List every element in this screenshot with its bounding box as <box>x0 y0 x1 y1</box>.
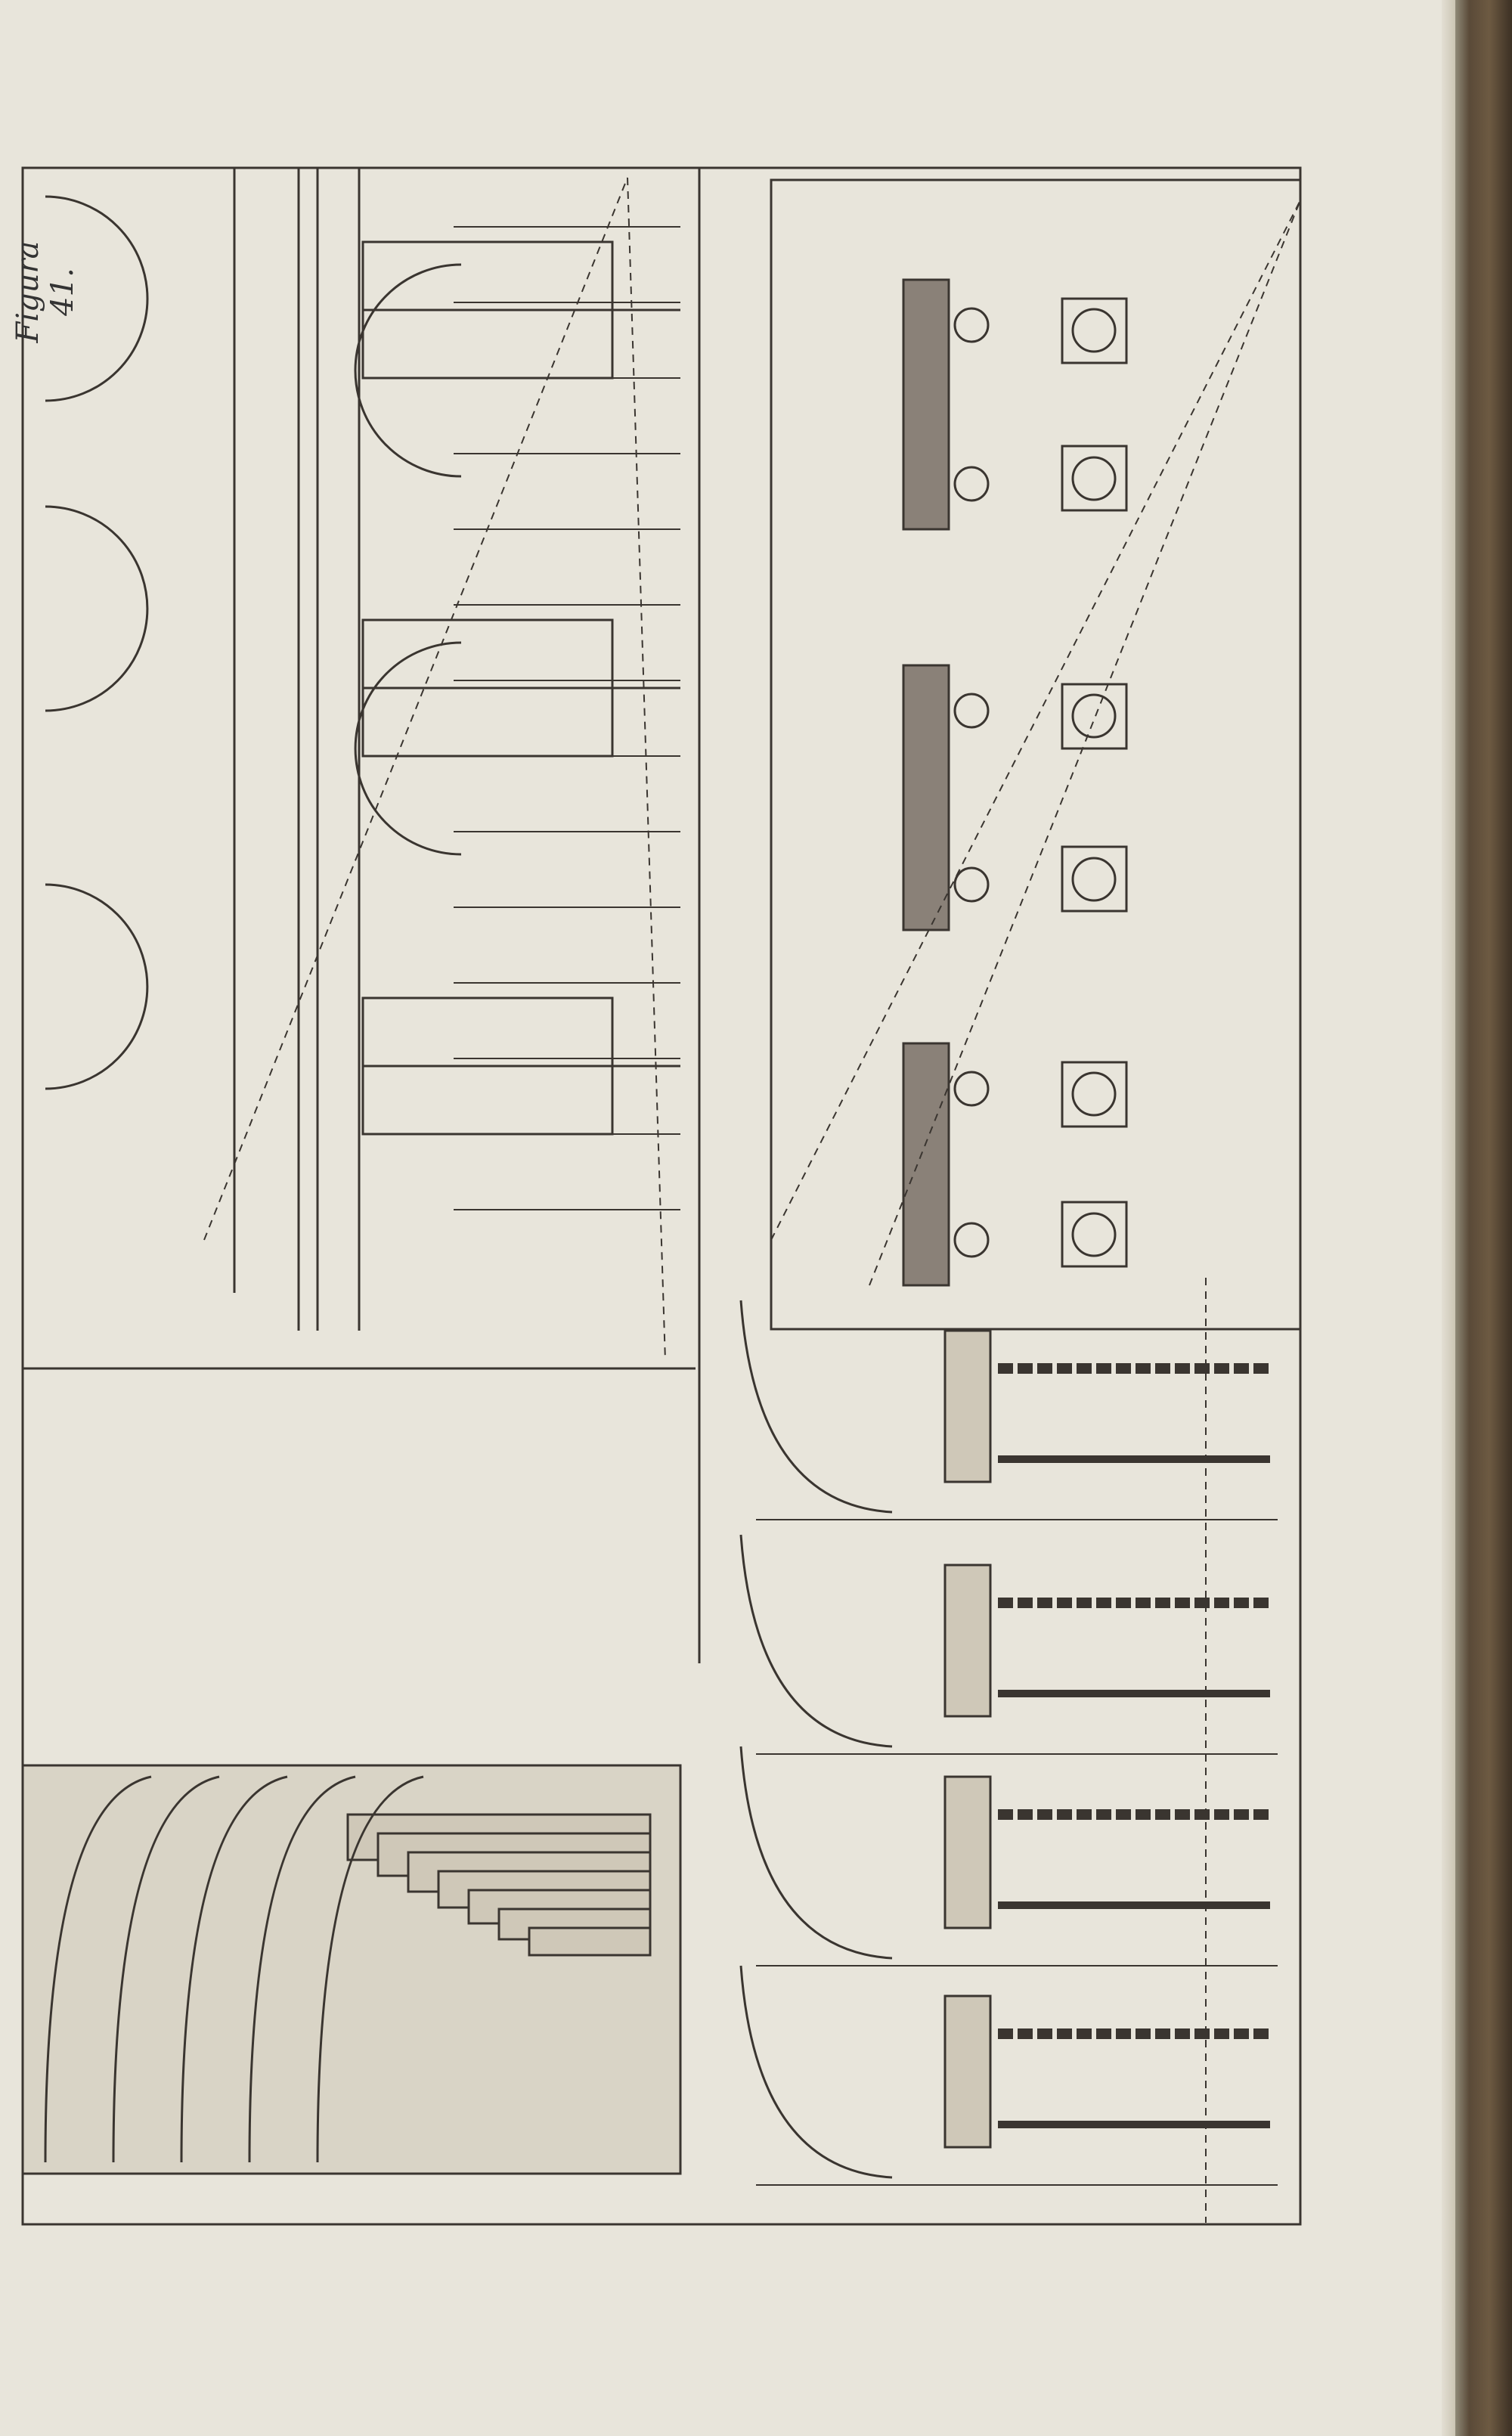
vault-rib <box>180 1775 288 2163</box>
arch-curve <box>739 1965 893 2179</box>
arch-curve <box>739 1534 893 1748</box>
column-base <box>1071 1212 1117 1257</box>
book-cover-edge <box>1455 0 1512 2436</box>
twisted-column <box>528 1926 652 1957</box>
pedestal <box>943 1775 992 1929</box>
arch <box>354 263 462 478</box>
vault-rib <box>44 1775 152 2163</box>
pier <box>902 278 950 531</box>
arch-curve <box>739 1300 893 1514</box>
pier <box>902 664 950 931</box>
column-base <box>1071 456 1117 501</box>
arch <box>354 641 462 856</box>
column-base <box>953 1222 990 1258</box>
plan-panel <box>770 178 1302 1331</box>
page-edge <box>1442 0 1455 2436</box>
elevation-panel <box>23 168 701 1663</box>
plinth <box>1061 445 1128 512</box>
vault-rib <box>112 1775 220 2163</box>
column-base <box>953 1071 990 1107</box>
column-base <box>1071 693 1117 739</box>
stage-scenes <box>739 1278 1278 2223</box>
figure-caption: Figura 41. <box>11 240 80 343</box>
column-base <box>1071 857 1117 902</box>
perspective-corridor <box>21 1764 682 2175</box>
arch <box>45 505 149 712</box>
pedestal <box>943 1329 992 1483</box>
plinth <box>1061 683 1128 750</box>
column-base <box>953 307 990 343</box>
column-base <box>1071 308 1117 353</box>
arch <box>45 195 149 402</box>
pedestal <box>943 1564 992 1718</box>
plinth <box>1061 845 1128 913</box>
plinth <box>1061 1061 1128 1128</box>
pedestal <box>943 1994 992 2149</box>
pier <box>902 1042 950 1287</box>
vault-rib <box>248 1775 356 2163</box>
column-base <box>953 466 990 502</box>
arch-curve <box>739 1746 893 1960</box>
plinth <box>1061 1201 1128 1268</box>
column-base <box>953 693 990 729</box>
vault-rib <box>316 1775 424 2163</box>
arch <box>45 883 149 1090</box>
column-base <box>1071 1071 1117 1117</box>
column-base <box>953 866 990 903</box>
plinth <box>1061 297 1128 364</box>
